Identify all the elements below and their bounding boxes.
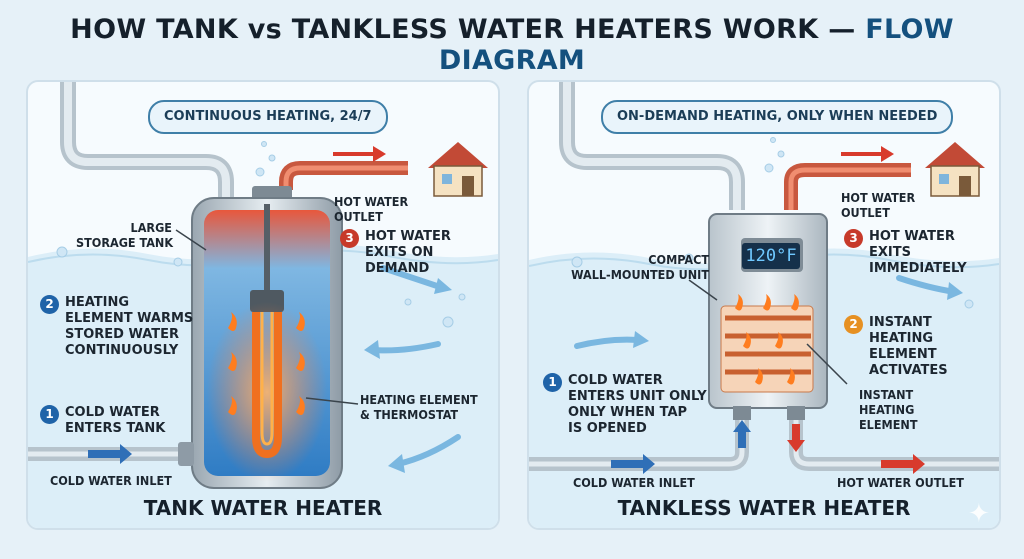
tank-mode-pill: CONTINUOUS HEATING, 24/7 <box>148 100 388 134</box>
hot-outlet-pipe <box>279 161 408 190</box>
cold-flow-arrow <box>88 444 132 464</box>
temperature-display: 120°F <box>742 243 800 269</box>
house-icon <box>428 142 488 197</box>
tankless-footer-title: TANKLESS WATER HEATER <box>617 496 911 520</box>
tank-element-label: HEATING ELEMENT& THERMOSTAT <box>360 392 478 422</box>
tank-diagram <box>28 82 498 528</box>
tankless-panel: ON-DEMAND HEATING, ONLY WHEN NEEDED HOT … <box>527 80 1001 530</box>
sparkle-icon: ✦ <box>968 498 990 528</box>
page-title: HOW TANK vs TANKLESS WATER HEATERS WORK … <box>0 14 1024 76</box>
tankless-diagram <box>529 82 999 528</box>
tank-inlet-label: COLD WATER INLET <box>50 473 172 488</box>
tank-footer-title: TANK WATER HEATER <box>143 496 383 520</box>
tankless-outlet-label: HOT WATER OUTLET <box>837 475 964 490</box>
title-main: HOW TANK vs TANKLESS WATER HEATERS WORK <box>70 14 819 45</box>
flame-icon <box>228 312 305 415</box>
hot-flow-arrow <box>333 146 386 162</box>
house-icon <box>925 142 985 197</box>
flame-icon <box>735 294 799 385</box>
title-separator: — <box>828 14 856 45</box>
tankless-inlet-label: COLD WATER INLET <box>573 475 695 490</box>
tankless-mode-pill: ON-DEMAND HEATING, ONLY WHEN NEEDED <box>601 100 954 134</box>
title-accent: FLOW DIAGRAM <box>438 14 954 76</box>
